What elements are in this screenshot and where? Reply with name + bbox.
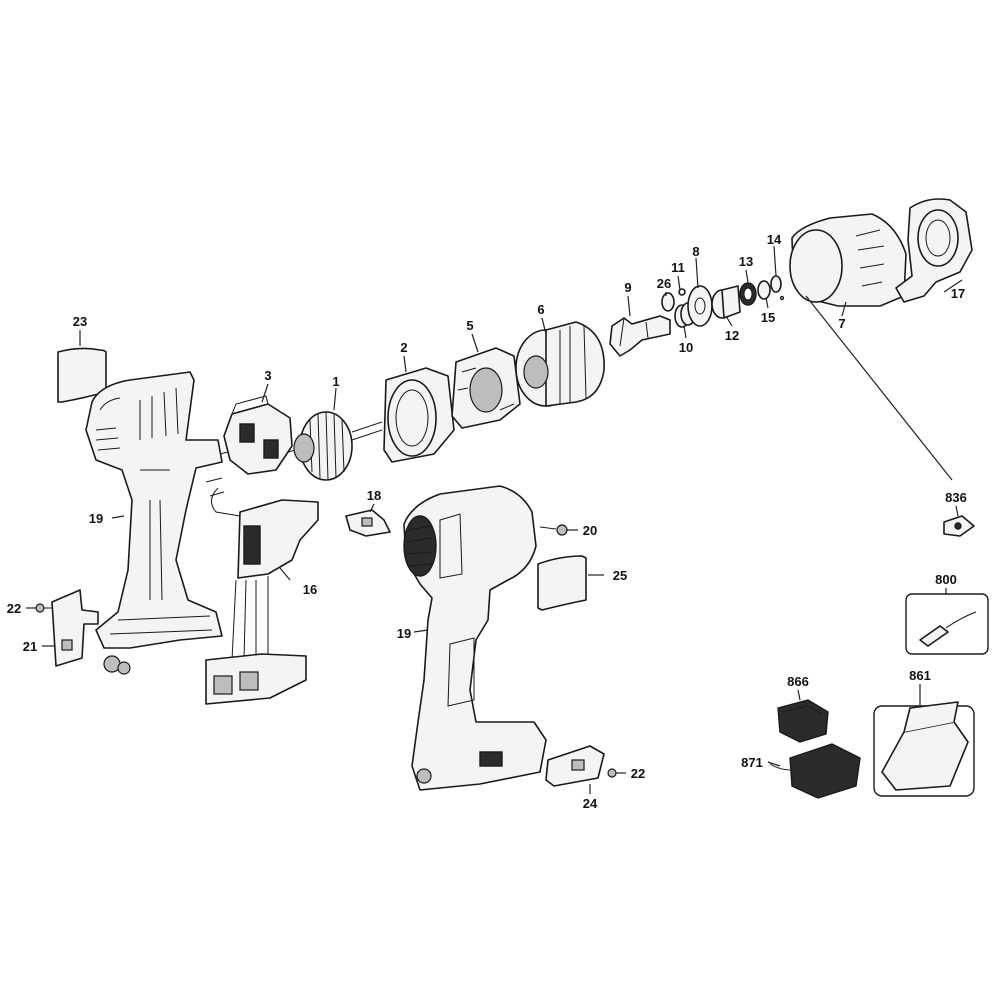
callout-1: 1 bbox=[332, 374, 339, 389]
callout-12: 12 bbox=[725, 328, 739, 343]
part-1-armature bbox=[293, 411, 383, 481]
callout-6: 6 bbox=[537, 302, 544, 317]
part-16-switch bbox=[205, 477, 319, 705]
callout-9: 9 bbox=[624, 280, 631, 295]
callout-22-right: 22 bbox=[631, 766, 645, 781]
part-25-label bbox=[537, 555, 587, 611]
callout-18: 18 bbox=[367, 488, 381, 503]
callout-24: 24 bbox=[583, 796, 598, 811]
callout-13: 13 bbox=[739, 254, 753, 269]
part-26-ring bbox=[661, 292, 675, 312]
callout-7: 7 bbox=[838, 316, 845, 331]
part-7-collar bbox=[789, 213, 907, 307]
callout-2: 2 bbox=[400, 340, 407, 355]
callout-23: 23 bbox=[73, 314, 87, 329]
callout-10: 10 bbox=[679, 340, 693, 355]
part-17-mode-collar bbox=[895, 198, 973, 303]
part-22-screw-left bbox=[35, 603, 52, 613]
part-21-clip bbox=[51, 589, 99, 667]
part-23-label bbox=[57, 347, 107, 403]
part-861-case bbox=[873, 701, 975, 797]
part-6-planetary-gear bbox=[515, 321, 605, 407]
callout-5: 5 bbox=[466, 318, 473, 333]
callout-836: 836 bbox=[945, 490, 967, 505]
callout-800: 800 bbox=[935, 572, 957, 587]
part-19-assembled-tool bbox=[403, 485, 547, 791]
part-13-oring bbox=[739, 282, 757, 306]
part-871-charger bbox=[769, 743, 861, 799]
part-866-battery bbox=[777, 699, 829, 743]
part-19-housing-left bbox=[85, 371, 223, 675]
part-24-clip bbox=[545, 745, 605, 787]
part-22-screw-right bbox=[607, 768, 617, 778]
callout-21: 21 bbox=[23, 639, 37, 654]
callout-871: 871 bbox=[741, 755, 763, 770]
callout-16: 16 bbox=[303, 582, 317, 597]
part-8-washer bbox=[687, 285, 713, 327]
callout-20: 20 bbox=[583, 523, 597, 538]
part-2-magnet-ring bbox=[383, 367, 455, 463]
callout-8: 8 bbox=[692, 244, 699, 259]
part-800-accessory bbox=[905, 593, 989, 655]
part-18-slider bbox=[345, 509, 391, 537]
callout-11: 11 bbox=[671, 260, 685, 275]
callout-25: 25 bbox=[613, 568, 627, 583]
callout-labels: 1 2 3 5 6 7 8 9 10 11 12 13 14 15 16 17 … bbox=[7, 232, 967, 811]
part-836 bbox=[943, 515, 975, 537]
callout-26: 26 bbox=[657, 276, 671, 291]
part-12-sleeve bbox=[711, 285, 741, 319]
leader-lines bbox=[26, 245, 963, 794]
callout-3: 3 bbox=[264, 368, 271, 383]
part-5-gear-cover bbox=[451, 347, 521, 429]
part-11-ball bbox=[678, 288, 686, 296]
part-9-spindle bbox=[609, 315, 671, 357]
part-14-clip bbox=[770, 275, 785, 301]
part-15-ring bbox=[757, 280, 771, 300]
callout-15: 15 bbox=[761, 310, 775, 325]
callout-866: 866 bbox=[787, 674, 809, 689]
part-20-screw bbox=[539, 524, 568, 536]
callout-17: 17 bbox=[951, 286, 965, 301]
callout-19-center: 19 bbox=[397, 626, 411, 641]
callout-14: 14 bbox=[767, 232, 782, 247]
callout-861: 861 bbox=[909, 668, 931, 683]
part-3-brush-holder bbox=[219, 395, 297, 475]
callout-22-left: 22 bbox=[7, 601, 21, 616]
callout-19-left: 19 bbox=[89, 511, 103, 526]
